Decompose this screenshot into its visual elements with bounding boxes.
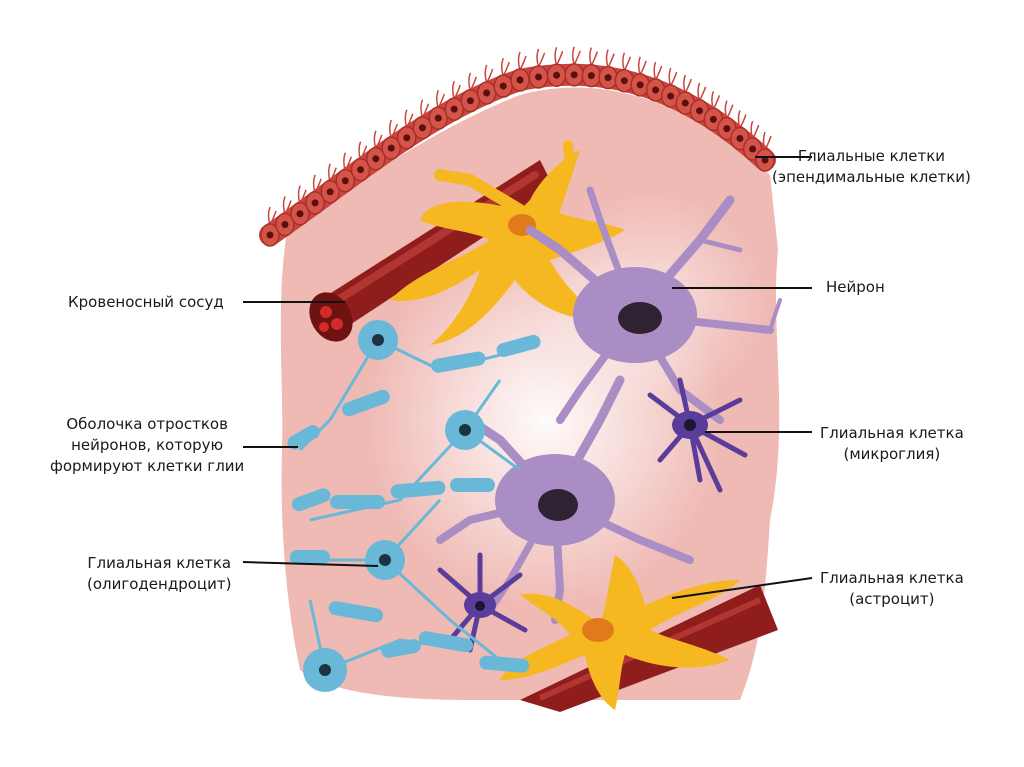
ependymal-nucleus [418, 124, 426, 132]
ependymal-nucleus [357, 166, 365, 174]
ependymal-cilia [724, 100, 734, 119]
ependymal-nucleus [387, 144, 395, 152]
label-microglia: Глиальная клетка (микроглия) [820, 423, 964, 465]
ependymal-nucleus [681, 99, 689, 107]
ependymal-cilia [737, 110, 747, 129]
label-line: нейронов, которую [71, 436, 224, 454]
label-oligodendrocyte: Глиальная клетка (олигодендроцит) [87, 553, 231, 595]
ependymal-cilia [697, 82, 707, 102]
ependymal-nucleus [434, 114, 442, 122]
ependymal-nucleus [620, 77, 628, 85]
ependymal-nucleus [535, 73, 543, 81]
ependymal-cilia [668, 67, 678, 87]
ependymal-nucleus [723, 125, 731, 133]
ependymal-cilia [653, 61, 663, 81]
red-blood-cell [319, 322, 329, 332]
label-blood-vessel: Кровеносный сосуд [68, 292, 224, 313]
leader-astrocyte [671, 577, 813, 599]
label-astrocyte: Глиальная клетка (астроцит) [820, 568, 964, 610]
ependymal-nucleus [749, 145, 757, 153]
label-line: Глиальная клетка [820, 424, 964, 442]
ependymal-nucleus [311, 199, 319, 207]
ependymal-nucleus [450, 105, 458, 113]
leader-lines [242, 156, 813, 599]
label-sheath: Оболочка отростков нейронов, которую фор… [50, 414, 244, 477]
ependymal-nucleus [281, 221, 289, 229]
microglia-nucleus-right [684, 419, 696, 431]
ependymal-cilia [517, 51, 527, 71]
label-ependymal: Глиальные клетки (эпендимальные клетки) [772, 146, 971, 188]
myelin-segments [287, 334, 541, 673]
ependymal-nucleus [296, 210, 304, 218]
leader-oligodendrocyte [242, 561, 379, 567]
ependymal-cells [260, 46, 775, 247]
label-line: Глиальные клетки [797, 147, 946, 165]
red-blood-cell [331, 318, 343, 330]
ependymal-cilia [554, 46, 564, 66]
ependymal-cilia [750, 120, 760, 140]
label-line: Кровеносный сосуд [68, 293, 224, 311]
neuron-nucleus-lower [538, 489, 578, 521]
oligodendrocyte-bodies [303, 320, 485, 692]
ependymal-cilia [589, 47, 599, 66]
label-line: формируют клетки глии [50, 457, 245, 475]
astrocyte-nucleus [582, 618, 614, 642]
ependymal-nucleus [652, 86, 660, 94]
label-line: Глиальная клетка [820, 569, 964, 587]
ependymal-cilia [605, 49, 615, 68]
ependymal-nucleus [736, 135, 744, 143]
astrocyte-bottom [500, 555, 740, 710]
ependymal-cilia [637, 56, 647, 76]
red-blood-cell [320, 306, 332, 318]
ependymal-nucleus [372, 155, 380, 163]
label-line: (астроцит) [849, 590, 935, 608]
label-line: Оболочка отростков [66, 415, 228, 433]
ependymal-nucleus [636, 81, 644, 89]
oligodendrocyte-network [287, 320, 541, 692]
ependymal-nucleus [341, 177, 349, 185]
ependymal-cilia [536, 48, 546, 68]
label-line: Нейрон [826, 278, 885, 296]
label-line: Глиальная клетка [87, 554, 232, 572]
neuron-nucleus-upper [618, 302, 662, 334]
label-line: (олигодендроцит) [87, 575, 232, 593]
ependymal-cilia [571, 46, 581, 66]
ependymal-nucleus [761, 156, 769, 164]
ependymal-nucleus [570, 71, 578, 79]
ependymal-nucleus [466, 97, 474, 105]
ependymal-nucleus [483, 89, 491, 97]
ependymal-nucleus [499, 82, 507, 90]
ependymal-nucleus [604, 74, 612, 82]
ependymal-nucleus [709, 115, 717, 123]
label-line: (эпендимальные клетки) [772, 168, 971, 186]
ependymal-nucleus [326, 188, 334, 196]
ependymal-nucleus [403, 134, 411, 142]
ependymal-cilia [622, 52, 632, 72]
ependymal-nucleus [553, 71, 561, 79]
ependymal-nucleus [696, 107, 704, 115]
microglia-nucleus-left [475, 601, 485, 611]
ependymal-nucleus [516, 76, 524, 84]
ependymal-layer [259, 46, 776, 247]
ependymal-nucleus [667, 92, 675, 100]
ependymal-nucleus [587, 72, 595, 80]
ependymal-cilia [711, 91, 721, 110]
ependymal-cilia [683, 74, 692, 94]
label-line: (микроглия) [843, 445, 941, 463]
ependymal-nucleus [266, 231, 274, 239]
label-neuron: Нейрон [826, 277, 885, 298]
